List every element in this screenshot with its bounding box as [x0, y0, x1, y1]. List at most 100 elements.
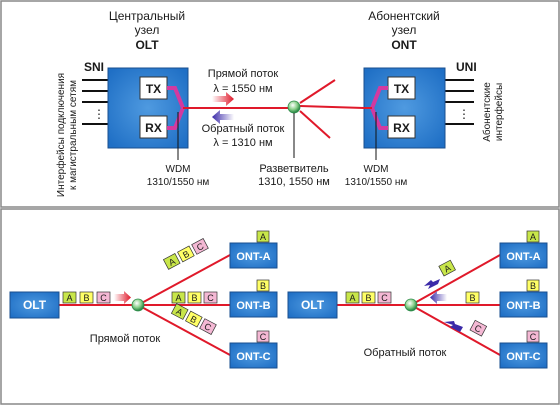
fwd-branch-a-packets: A B C: [162, 238, 209, 270]
fwd-ont-c-packet: [256, 330, 270, 343]
rev-branch-b-packet-label: B: [469, 293, 475, 303]
rev-splitter: [404, 298, 418, 312]
top-panel-frame: [0, 0, 560, 208]
fwd-ont-b-packet-label: B: [260, 281, 266, 291]
rev-ont-c-packet: [526, 330, 540, 343]
forward-caption: Прямой поток: [90, 333, 161, 345]
bottom-panel-frame: [0, 208, 560, 405]
packet-b-label: B: [181, 249, 191, 261]
rev-branch-b-arrow: [430, 291, 447, 304]
packet-a-label: A: [174, 306, 184, 318]
packet-b: [361, 291, 376, 304]
rev-ont-c-label: ONT-C: [506, 351, 540, 363]
reverse-caption: Обратный поток: [364, 347, 447, 359]
packet-a: [345, 291, 360, 304]
packet-b-label: B: [365, 293, 371, 303]
fwd-ont-b-label: ONT-B: [236, 300, 270, 312]
reverse-lambda: λ = 1310 нм: [213, 137, 272, 149]
packet-b-label: B: [191, 293, 197, 303]
svg-text:C: C: [473, 323, 484, 335]
fwd-ont-b-packet: [256, 279, 270, 292]
rev-ont-b-packet: [526, 279, 540, 292]
ont-wdm-wavelengths: 1310/1550 нм: [345, 177, 408, 188]
ont-wdm-label: WDM: [364, 164, 389, 175]
packet-c-label: C: [381, 293, 388, 303]
fwd-ont-c-node: [229, 342, 278, 369]
right-vertical-label-1: Абонентские: [481, 82, 493, 142]
packet-c: [199, 318, 217, 335]
packet-b: [79, 291, 94, 304]
packet-b: [187, 291, 202, 304]
packet-a: [170, 303, 189, 320]
packet-a-label: A: [175, 293, 181, 303]
rev-olt-label: OLT: [301, 298, 325, 312]
packet-c-label: C: [195, 241, 206, 253]
uni-label: UNI: [456, 60, 477, 74]
forward-arrow: [212, 92, 234, 106]
rev-ont-c-packet-label: C: [530, 332, 537, 342]
packet-b-label: B: [83, 293, 89, 303]
packet-c: [191, 238, 209, 255]
rev-ont-a-packet: [526, 230, 540, 243]
ont-tx-label: TX: [394, 82, 409, 96]
rev-branch-a-arrow: [424, 279, 440, 289]
fwd-olt-packets: A B C: [62, 291, 111, 304]
reverse-arrow: [212, 110, 234, 124]
packet-b: [185, 310, 203, 328]
olt-tx-label: TX: [146, 82, 161, 96]
fwd-ont-a-packet: [256, 230, 270, 243]
packet-b-label: B: [189, 314, 199, 326]
forward-lambda: λ = 1550 нм: [213, 83, 272, 95]
rev-ont-a-label: ONT-A: [506, 251, 540, 263]
ont-caption-line1: Абонентский: [368, 9, 440, 23]
olt-interface-lines: [82, 79, 108, 125]
olt-rx-label: RX: [145, 121, 162, 135]
splitter-label: Разветвитель: [259, 163, 329, 175]
packet-b: [177, 245, 195, 263]
olt-wdm-wavelengths: 1310/1550 нм: [147, 177, 210, 188]
fwd-olt-label: OLT: [23, 298, 47, 312]
packet-c-label: C: [207, 293, 214, 303]
fwd-ont-a-label: ONT-A: [236, 251, 270, 263]
sni-label: SNI: [84, 60, 104, 74]
fwd-splitter: [131, 298, 145, 312]
rev-branch-a-packet: A: [438, 259, 456, 277]
svg-text:A: A: [442, 263, 452, 275]
fwd-ont-c-label: ONT-C: [236, 351, 270, 363]
ont-interface-lines: [445, 79, 474, 125]
fwd-ont-b-node: [229, 291, 278, 318]
right-vertical-label-2: интерфейсы: [493, 83, 505, 141]
reverse-label: Обратный поток: [202, 123, 285, 135]
fwd-branch-c-packets: A B C: [170, 303, 217, 335]
left-vertical-label-1: Интерфейсы подключения: [55, 73, 67, 197]
rev-branch-b-packet: [465, 291, 480, 304]
ont-caption-line2: узел: [392, 23, 417, 37]
olt-wdm-label: WDM: [166, 164, 191, 175]
left-vertical-label-2: к магистральным сетям: [68, 80, 79, 190]
fwd-branch-b-packets: A B C: [171, 291, 218, 304]
olt-caption-line2: узел: [135, 23, 160, 37]
rev-ont-b-label: ONT-B: [506, 300, 540, 312]
top-fibers: [188, 79, 365, 139]
rev-ont-a-packet-label: A: [530, 232, 536, 242]
rev-ont-c-node: [499, 342, 548, 369]
packet-c-label: C: [203, 321, 214, 333]
top-splitter: [287, 100, 301, 114]
ont-rx-label: RX: [393, 121, 410, 135]
olt-dots: ⋮: [93, 107, 105, 121]
packet-c-label: C: [100, 293, 107, 303]
rev-ont-a-node: [499, 242, 548, 269]
fwd-olt-node: [9, 291, 60, 319]
packet-c: [377, 291, 392, 304]
fwd-ont-a-node: [229, 242, 278, 269]
rev-ont-b-packet-label: B: [530, 281, 536, 291]
rev-branch-c-packet: C: [469, 319, 488, 337]
rev-ont-b-node: [499, 291, 548, 318]
ont-caption-line3: ONT: [391, 38, 417, 52]
reverse-fibers: [337, 254, 501, 356]
rev-olt-node: [287, 291, 338, 319]
rev-olt-packets: A B C: [345, 291, 392, 304]
packet-a-label: A: [349, 293, 355, 303]
ont-dots: ⋮: [458, 107, 470, 121]
